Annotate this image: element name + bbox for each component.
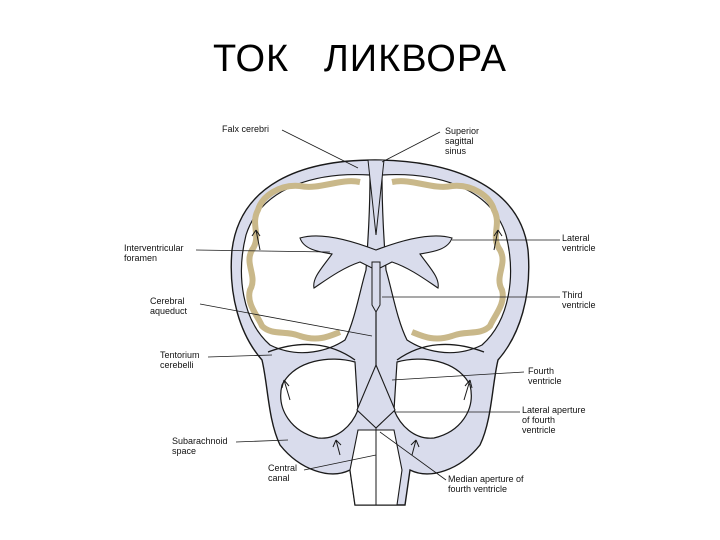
label-subarachnoid-space: Subarachnoid space [172, 436, 228, 456]
label-fourth-ventricle: Fourth ventricle [528, 366, 562, 386]
label-falx-cerebri: Falx cerebri [222, 124, 269, 134]
label-median-aperture: Median aperture of fourth ventricle [448, 474, 524, 494]
label-superior-sagittal-sinus: Superior sagittal sinus [445, 126, 479, 156]
label-third-ventricle: Third ventricle [562, 290, 596, 310]
label-lateral-aperture: Lateral aperture of fourth ventricle [522, 405, 586, 435]
label-lateral-ventricle: Lateral ventricle [562, 233, 596, 253]
label-cerebral-aqueduct: Cerebral aqueduct [150, 296, 187, 316]
label-tentorium-cerebelli: Tentorium cerebelli [160, 350, 200, 370]
label-central-canal: Central canal [268, 463, 297, 483]
label-interventricular-foramen: Interventricular foramen [124, 243, 184, 263]
third-ventricle-shape [372, 262, 380, 312]
